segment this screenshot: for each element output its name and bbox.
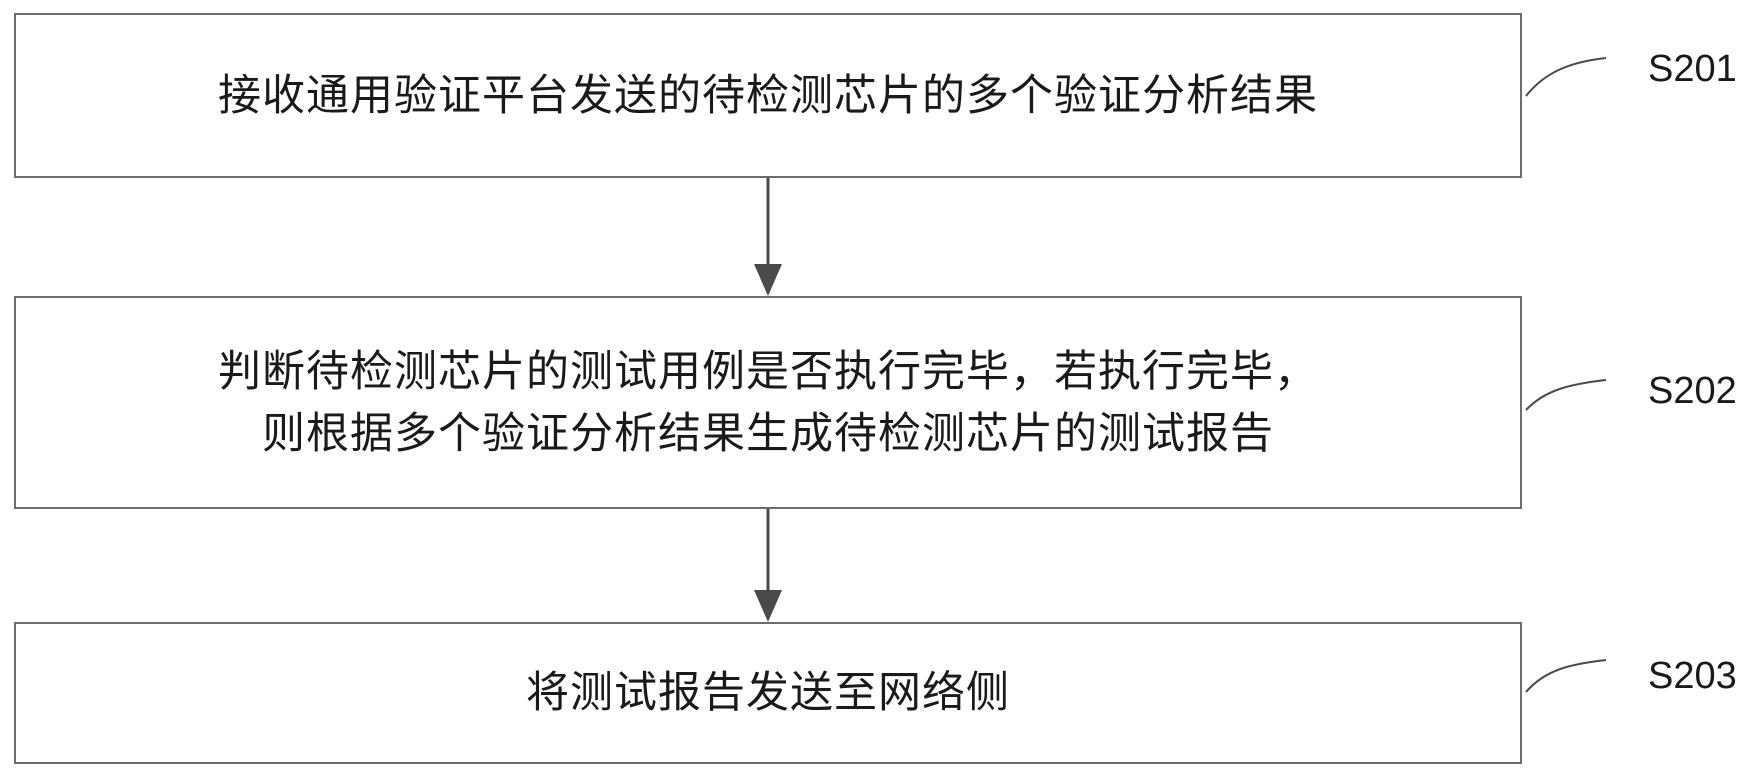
step-box-s202: 判断待检测芯片的测试用例是否执行完毕，若执行完毕， 则根据多个验证分析结果生成待… [14, 296, 1522, 509]
flow-arrow-1 [754, 178, 782, 296]
step-text-line: 则根据多个验证分析结果生成待检测芯片的测试报告 [262, 408, 1274, 459]
step-text-s202: 判断待检测芯片的测试用例是否执行完毕，若执行完毕， 则根据多个验证分析结果生成待… [218, 341, 1318, 465]
label-leader-s203 [1525, 659, 1607, 693]
step-box-s203: 将测试报告发送至网络侧 [14, 622, 1522, 764]
flow-arrow-2 [754, 509, 782, 622]
step-text-line: 接收通用验证平台发送的待检测芯片的多个验证分析结果 [218, 70, 1318, 121]
label-leader-s202 [1525, 379, 1607, 411]
step-text-line: 将测试报告发送至网络侧 [526, 668, 1010, 718]
step-text-s203: 将测试报告发送至网络侧 [526, 662, 1010, 724]
step-label-s201: S201 [1648, 48, 1737, 90]
step-label-s202: S202 [1648, 370, 1737, 412]
step-text-s201: 接收通用验证平台发送的待检测芯片的多个验证分析结果 [218, 65, 1318, 127]
step-label-s203: S203 [1648, 655, 1737, 697]
step-box-s201: 接收通用验证平台发送的待检测芯片的多个验证分析结果 [14, 13, 1522, 178]
step-text-line: 判断待检测芯片的测试用例是否执行完毕，若执行完毕， [218, 346, 1318, 397]
label-leader-s201 [1525, 57, 1607, 97]
